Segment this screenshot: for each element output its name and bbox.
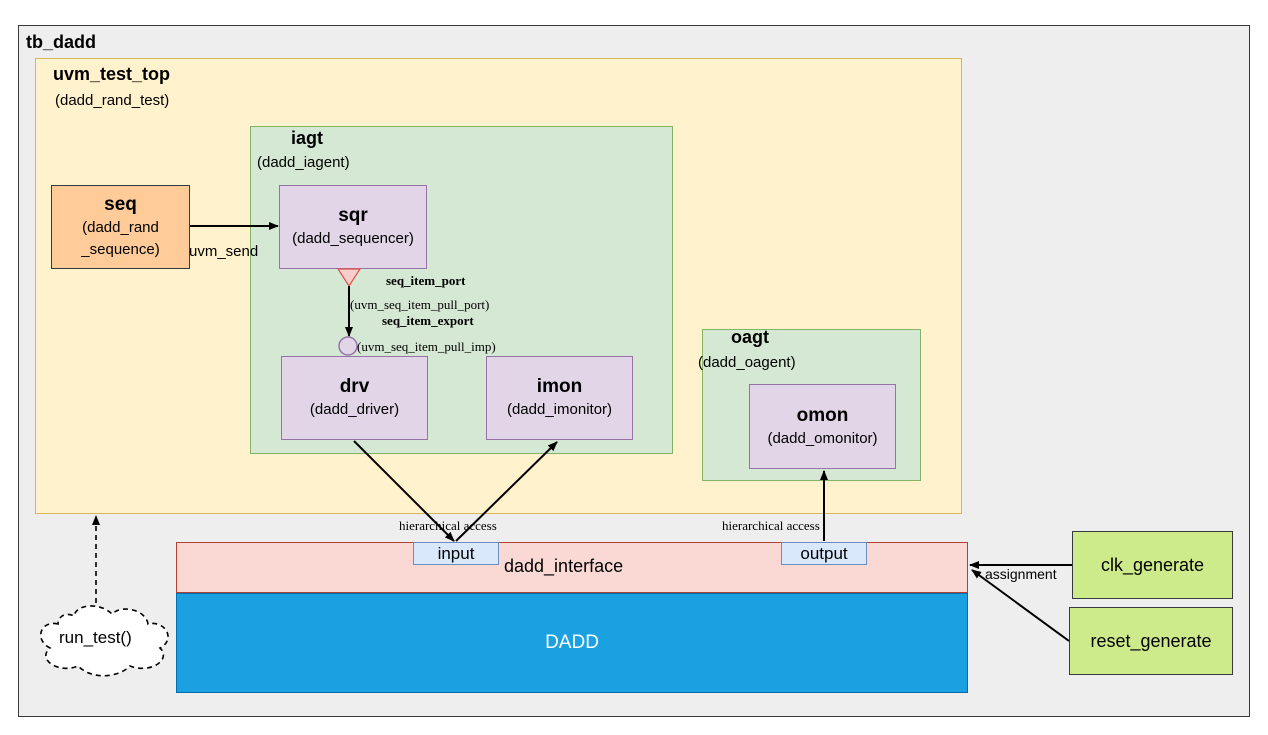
seq-title: seq <box>104 194 137 215</box>
uvm-test-top-subtitle: (dadd_rand_test) <box>55 92 170 109</box>
seq-item-export-circle <box>338 336 358 356</box>
uvm-test-top-title: uvm_test_top <box>53 64 171 84</box>
tb-dadd-title: tb_dadd <box>26 32 96 52</box>
interface-input-port: input <box>413 542 499 565</box>
clk-generate-label: clk_generate <box>1100 554 1205 575</box>
seq-item-export-label: seq_item_export <box>382 313 474 328</box>
seq-subtitle-line2: _sequence) <box>81 241 160 258</box>
imon-title: imon <box>536 376 583 397</box>
sqr-box: sqr (dadd_sequencer) <box>279 185 427 269</box>
seq-subtitle-line1: (dadd_rand <box>82 219 159 236</box>
assignment-label: assignment <box>985 566 1057 582</box>
oagt-title: oagt <box>731 327 769 347</box>
reset-assignment-arrow <box>971 569 1070 642</box>
interface-output-port: output <box>781 542 867 565</box>
dadd-interface-label: dadd_interface <box>504 556 624 576</box>
drv-to-input-arrow <box>353 440 455 542</box>
seq-item-port-triangle <box>336 268 362 288</box>
run-test-label: run_test() <box>59 628 132 647</box>
iagt-subtitle: (dadd_iagent) <box>257 154 350 171</box>
drv-subtitle: (dadd_driver) <box>309 401 400 418</box>
interface-output-label: output <box>800 543 848 563</box>
uvm-send-label: uvm_send <box>189 243 259 260</box>
omon-title: omon <box>796 404 849 426</box>
interface-input-label: input <box>437 543 475 563</box>
imon-subtitle: (dadd_imonitor) <box>506 401 613 418</box>
sqr-subtitle: (dadd_sequencer) <box>292 230 414 247</box>
oagt-subtitle: (dadd_oagent) <box>698 354 796 371</box>
reset-generate-label: reset_generate <box>1090 630 1212 651</box>
seq-box: seq (dadd_rand _sequence) <box>51 185 190 269</box>
clk-generate-box: clk_generate <box>1072 531 1233 599</box>
run-test-cloud <box>39 605 169 677</box>
omon-box: omon (dadd_omonitor) <box>749 384 896 469</box>
seq-item-port-label: seq_item_port <box>386 273 466 288</box>
hier-access-left-label: hierarchical access <box>399 518 497 533</box>
omon-subtitle: (dadd_omonitor) <box>767 429 878 447</box>
drv-box: drv (dadd_driver) <box>281 356 428 440</box>
drv-title: drv <box>339 376 370 397</box>
reset-generate-box: reset_generate <box>1069 607 1233 675</box>
iagt-title: iagt <box>291 128 324 148</box>
dadd-dut-box: DADD <box>176 593 968 693</box>
sqr-title: sqr <box>338 205 368 226</box>
dadd-dut-label: DADD <box>545 632 599 653</box>
pull-port-label: (uvm_seq_item_pull_port) <box>350 297 490 312</box>
imon-box: imon (dadd_imonitor) <box>486 356 633 440</box>
pull-imp-label: (uvm_seq_item_pull_imp) <box>357 339 496 354</box>
hier-access-right-label: hierarchical access <box>722 518 820 533</box>
input-to-imon-arrow <box>455 441 558 542</box>
